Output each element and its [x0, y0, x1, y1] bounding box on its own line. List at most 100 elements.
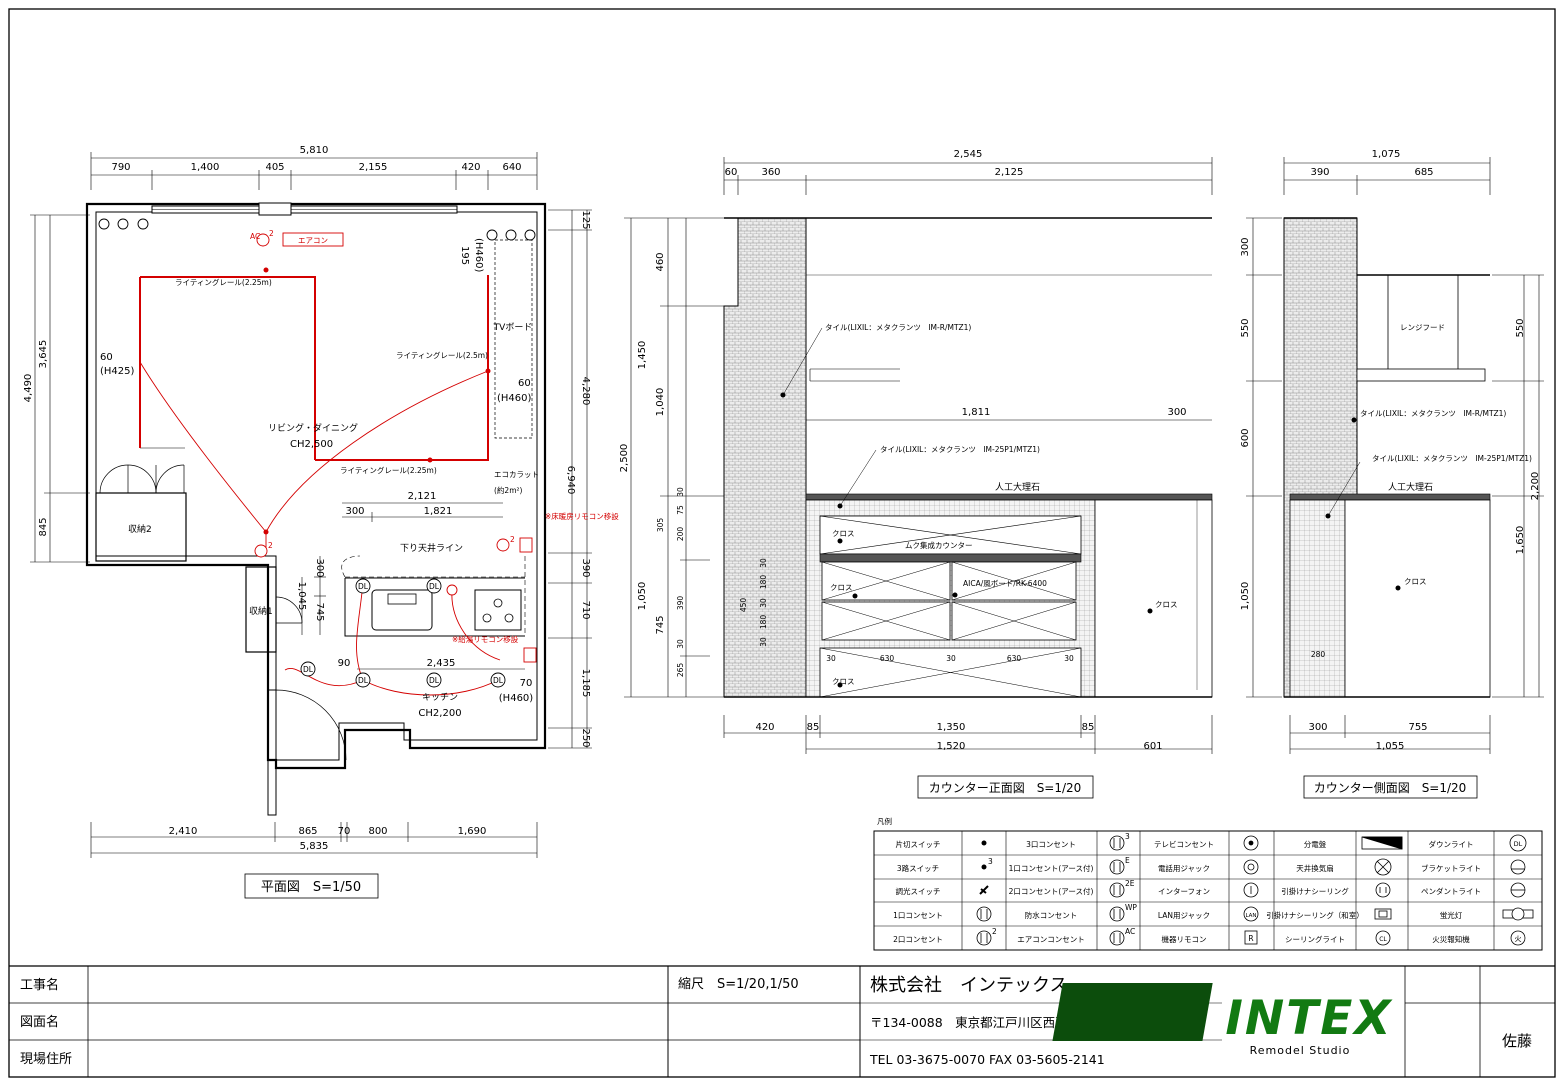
- tv-board-label: TVボード: [493, 322, 533, 333]
- front-bottom-4: 85: [1082, 722, 1095, 733]
- pendant-light-icon: [1510, 882, 1526, 898]
- front-bottom-inner-1: 30: [826, 654, 836, 663]
- switch-single-icon: [981, 840, 987, 846]
- side-dots: [1325, 417, 1401, 591]
- side-right-1: 550: [1515, 318, 1526, 337]
- kitchen-h460: (H460): [499, 693, 534, 704]
- front-aica: AICA/風ボード/RK-6400: [963, 579, 1047, 588]
- side-tile-a: タイル(LIXIL：メタクランツ IM-R/MTZ1): [1360, 409, 1506, 418]
- plan-bottom-seg-3: 70: [338, 826, 351, 837]
- rail-label-1: ライティングレール(2.25m): [175, 277, 272, 287]
- dim-70: 70: [520, 678, 533, 689]
- side-left-2: 550: [1240, 318, 1251, 337]
- side-top-seg-2: 685: [1414, 167, 1433, 178]
- scale-text: 縮尺 S=1/20,1/50: [678, 976, 799, 992]
- kitchen-name: キッチン: [422, 692, 458, 703]
- outlet-sup-1: 2: [269, 229, 274, 238]
- kitchen-ch: CH2,200: [418, 708, 461, 719]
- storage2-label: 収納2: [128, 523, 152, 535]
- title-block: [9, 965, 1555, 1077]
- dim-300: 300: [345, 506, 364, 517]
- front-stone: 人工大理石: [995, 481, 1040, 493]
- front-dim-300: 300: [1167, 407, 1186, 418]
- left-outlet-h425: (H425): [100, 366, 135, 377]
- lan-jack-icon: [1243, 906, 1259, 922]
- front-bottom-inner-2: 630: [880, 654, 895, 663]
- dim-v1045: 1,045: [296, 582, 307, 611]
- ceiling-light-icon: [1375, 930, 1391, 946]
- phone-jack-icon: [1243, 859, 1259, 875]
- front-small-4: 200: [676, 527, 685, 542]
- sheet-border: [8, 8, 1556, 1078]
- sym-sup3: 3: [1125, 832, 1130, 841]
- legend-r5c1: 2口コンセント: [893, 935, 943, 944]
- plan-devices: [98, 218, 536, 688]
- front-cloth-2: クロス: [830, 583, 853, 592]
- rail-label-3: ライティングレール(2.25m): [340, 465, 437, 475]
- side-left-3: 600: [1240, 428, 1251, 447]
- dl-3: DL: [303, 665, 314, 674]
- project-label: 工事名: [20, 977, 59, 993]
- plan-view: [30, 152, 592, 858]
- right-outlet-60: 60: [518, 378, 531, 389]
- side-dim-280: 280: [1311, 650, 1326, 659]
- intercom-icon: [1243, 882, 1259, 898]
- front-bottom-2: 85: [807, 722, 820, 733]
- front-small-6: 265: [676, 663, 685, 678]
- sym-3way-sup: 3: [988, 857, 993, 866]
- front-inner-2: 30: [759, 558, 768, 568]
- legend-r5c2: エアコンコンセント: [1017, 935, 1085, 944]
- side-bottom-2: 755: [1408, 722, 1427, 733]
- front-inner-4: 30: [759, 598, 768, 608]
- side-texts: 1,075 390 685 300 550 600 1,050 550 2,20…: [1240, 149, 1541, 799]
- front-elevation: [624, 157, 1213, 754]
- legend-r4c5: 蛍光灯: [1440, 910, 1463, 920]
- plan-device-dots: [263, 267, 491, 535]
- ceiling-fan-icon: [1374, 858, 1392, 876]
- front-small-2: 305: [656, 518, 665, 533]
- side-bottom-1: 300: [1308, 722, 1327, 733]
- plan-left-total: 4,490: [23, 374, 34, 403]
- front-cloth-1: クロス: [832, 529, 855, 538]
- legend-r1c4: 分電盤: [1304, 839, 1327, 849]
- living-name: リビング・ダイニング: [268, 422, 358, 434]
- dim-v300: 300: [314, 558, 325, 577]
- legend-heading: 凡例: [877, 816, 892, 826]
- front-tile-b: タイル(LIXIL：メタクランツ IM-25P1/MTZ1): [880, 445, 1040, 454]
- side-title: カウンター側面図 S=1/20: [1314, 781, 1467, 795]
- legend-r3c5: ペンダントライト: [1421, 886, 1481, 896]
- dim-2121: 2,121: [408, 491, 437, 502]
- outlet-sup-3: 2: [510, 535, 515, 544]
- plan-bottom-seg-2: 865: [298, 826, 317, 837]
- legend-r3c2: 2口コンセント(アース付): [1009, 886, 1094, 896]
- plan-bottom-total: 5,835: [300, 841, 329, 852]
- eco-carat-area: (約2m²): [494, 485, 523, 495]
- storage1-label: 収納1: [249, 605, 273, 617]
- front-bottom-5: 1,520: [937, 741, 966, 752]
- front-left-1450: 1,450: [637, 341, 648, 370]
- sym-2-sup: 2: [992, 927, 997, 936]
- front-bottom-inner-5: 30: [1064, 654, 1074, 663]
- side-left-1: 300: [1240, 237, 1251, 256]
- fire-alarm-icon: [1510, 930, 1526, 946]
- plan-top-total: 5,810: [300, 145, 329, 156]
- legend-r5c4: シーリングライト: [1285, 934, 1345, 944]
- switch-3way-icon: [981, 864, 987, 870]
- front-tile-a: タイル(LIXIL：メタクランツ IM-R/MTZ1): [825, 323, 971, 332]
- plan-bottom-seg-4: 800: [368, 826, 387, 837]
- front-small-5: 390: [676, 596, 685, 611]
- side-elevation: [1246, 157, 1544, 754]
- person-name: 佐藤: [1502, 1032, 1532, 1050]
- legend-r2c5: ブラケットライト: [1421, 863, 1481, 873]
- plan-top-seg-2: 1,400: [191, 162, 220, 173]
- front-texts: 2,545 60 360 2,125 2,500 1,450 460 1,040…: [619, 149, 1187, 799]
- sym-lan: LAN: [1245, 913, 1256, 919]
- plan-right-seg-6: 250: [580, 728, 591, 747]
- ac-tag: AC: [250, 232, 260, 241]
- company-name: 株式会社 インテックス: [870, 975, 1067, 996]
- outlet-2-earth-icon: [1109, 882, 1125, 898]
- side-bottom-total: 1,055: [1376, 741, 1405, 752]
- legend-r3c3: インターフォン: [1158, 887, 1210, 896]
- dim-90: 90: [338, 658, 351, 669]
- range-hood-label: レンジフード: [1400, 323, 1445, 332]
